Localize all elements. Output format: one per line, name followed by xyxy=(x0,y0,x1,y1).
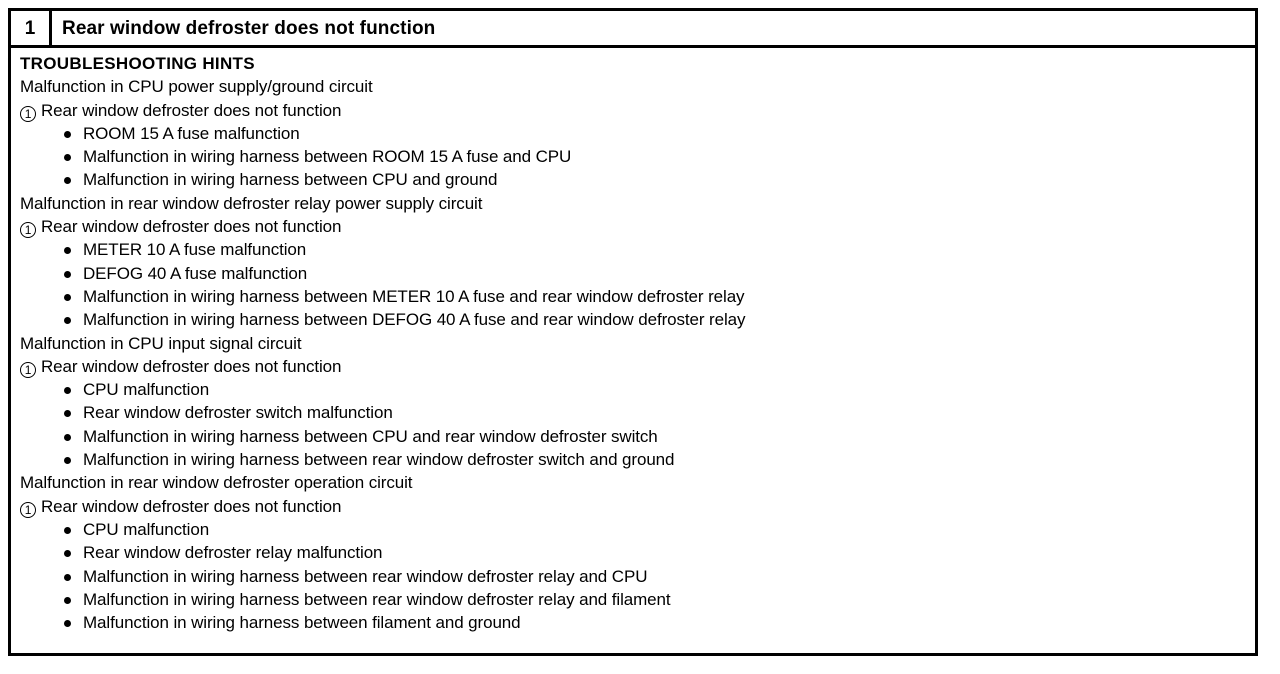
cause-list: METER 10 A fuse malfunction DEFOG 40 A f… xyxy=(20,238,1255,331)
circled-number-icon: 1 xyxy=(20,361,36,378)
cause-text: CPU malfunction xyxy=(83,380,210,400)
bullet-icon xyxy=(64,293,71,301)
cause-text: METER 10 A fuse malfunction xyxy=(83,240,307,260)
page-title: Rear window defroster does not function xyxy=(62,17,436,39)
bullet-icon xyxy=(64,154,71,162)
list-item: Malfunction in wiring harness between DE… xyxy=(20,308,1255,331)
list-item: Malfunction in wiring harness between re… xyxy=(20,565,1255,588)
bullet-icon xyxy=(64,177,71,185)
cause-text: CPU malfunction xyxy=(83,519,210,539)
symptom-text: Rear window defroster does not function xyxy=(41,100,342,120)
circled-number-icon: 1 xyxy=(20,222,36,239)
section-cpu-power-supply-ground: Malfunction in CPU power supply/ground c… xyxy=(20,75,1255,191)
symptom-text: Rear window defroster does not function xyxy=(41,217,342,237)
symptom-text: Rear window defroster does not function xyxy=(41,356,342,376)
bullet-icon xyxy=(64,526,71,534)
cause-text: Malfunction in wiring harness between CP… xyxy=(83,170,498,190)
cause-text: Rear window defroster relay malfunction xyxy=(83,543,383,563)
cause-list: ROOM 15 A fuse malfunction Malfunction i… xyxy=(20,122,1255,192)
list-item: Malfunction in wiring harness between ME… xyxy=(20,285,1255,308)
list-item: Rear window defroster relay malfunction xyxy=(20,541,1255,564)
cause-text: DEFOG 40 A fuse malfunction xyxy=(83,263,308,283)
bullet-icon xyxy=(64,270,71,278)
symptom-line: 1 Rear window defroster does not functio… xyxy=(20,215,1255,239)
section-title: Malfunction in CPU power supply/ground c… xyxy=(20,77,373,97)
symptom-text: Rear window defroster does not function xyxy=(41,496,342,516)
cause-list: CPU malfunction Rear window defroster sw… xyxy=(20,378,1255,471)
list-item: Malfunction in wiring harness between fi… xyxy=(20,611,1255,634)
cause-text: Malfunction in wiring harness between DE… xyxy=(83,310,746,330)
bullet-icon xyxy=(64,317,71,325)
section-title: Malfunction in CPU input signal circuit xyxy=(20,333,302,353)
list-item: DEFOG 40 A fuse malfunction xyxy=(20,262,1255,285)
circled-number-icon: 1 xyxy=(20,105,36,122)
cause-list: CPU malfunction Rear window defroster re… xyxy=(20,518,1255,634)
list-item: METER 10 A fuse malfunction xyxy=(20,238,1255,261)
bullet-icon xyxy=(64,410,71,418)
list-item: Rear window defroster switch malfunction xyxy=(20,401,1255,424)
bullet-icon xyxy=(64,387,71,395)
header-number-cell: 1 xyxy=(11,11,52,45)
cause-text: Malfunction in wiring harness between re… xyxy=(83,450,675,470)
troubleshooting-hints-heading: TROUBLESHOOTING HINTS xyxy=(20,54,255,73)
cause-text: Malfunction in wiring harness between RO… xyxy=(83,147,572,167)
bullet-icon xyxy=(64,573,71,581)
bullet-icon xyxy=(64,247,71,255)
cause-text: ROOM 15 A fuse malfunction xyxy=(83,123,300,143)
cause-text: Malfunction in wiring harness between re… xyxy=(83,589,671,609)
cause-text: Malfunction in wiring harness between fi… xyxy=(83,613,521,633)
list-item: Malfunction in wiring harness between CP… xyxy=(20,425,1255,448)
list-item: Malfunction in wiring harness between re… xyxy=(20,588,1255,611)
symptom-line: 1 Rear window defroster does not functio… xyxy=(20,99,1255,122)
list-item: Malfunction in wiring harness between CP… xyxy=(20,168,1255,191)
list-item: Malfunction in wiring harness between re… xyxy=(20,448,1255,471)
circled-number-icon: 1 xyxy=(20,501,36,518)
cause-text: Malfunction in wiring harness between ME… xyxy=(83,286,745,306)
bullet-icon xyxy=(64,596,71,604)
cause-text: Malfunction in wiring harness between re… xyxy=(83,566,648,586)
section-defroster-relay-power-supply: Malfunction in rear window defroster rel… xyxy=(20,192,1255,332)
section-title: Malfunction in rear window defroster rel… xyxy=(20,193,483,213)
list-item: CPU malfunction xyxy=(20,378,1255,401)
list-item: ROOM 15 A fuse malfunction xyxy=(20,122,1255,145)
table-body: TROUBLESHOOTING HINTS Malfunction in CPU… xyxy=(11,48,1255,634)
section-cpu-input-signal: Malfunction in CPU input signal circuit … xyxy=(20,332,1255,472)
header-number: 1 xyxy=(24,17,36,39)
header-title-cell: Rear window defroster does not function xyxy=(52,11,1255,45)
troubleshooting-table: 1 Rear window defroster does not functio… xyxy=(8,8,1258,656)
bullet-icon xyxy=(64,130,71,138)
bullet-icon xyxy=(64,433,71,441)
symptom-line: 1 Rear window defroster does not functio… xyxy=(20,495,1255,518)
bullet-icon xyxy=(64,620,71,628)
symptom-line: 1 Rear window defroster does not functio… xyxy=(20,355,1255,378)
list-item: CPU malfunction xyxy=(20,518,1255,541)
section-defroster-operation: Malfunction in rear window defroster ope… xyxy=(20,471,1255,634)
section-title: Malfunction in rear window defroster ope… xyxy=(20,473,413,493)
bullet-icon xyxy=(64,550,71,558)
cause-text: Rear window defroster switch malfunction xyxy=(83,403,393,423)
cause-text: Malfunction in wiring harness between CP… xyxy=(83,426,658,446)
table-header-row: 1 Rear window defroster does not functio… xyxy=(11,11,1255,48)
list-item: Malfunction in wiring harness between RO… xyxy=(20,145,1255,168)
bullet-icon xyxy=(64,457,71,465)
